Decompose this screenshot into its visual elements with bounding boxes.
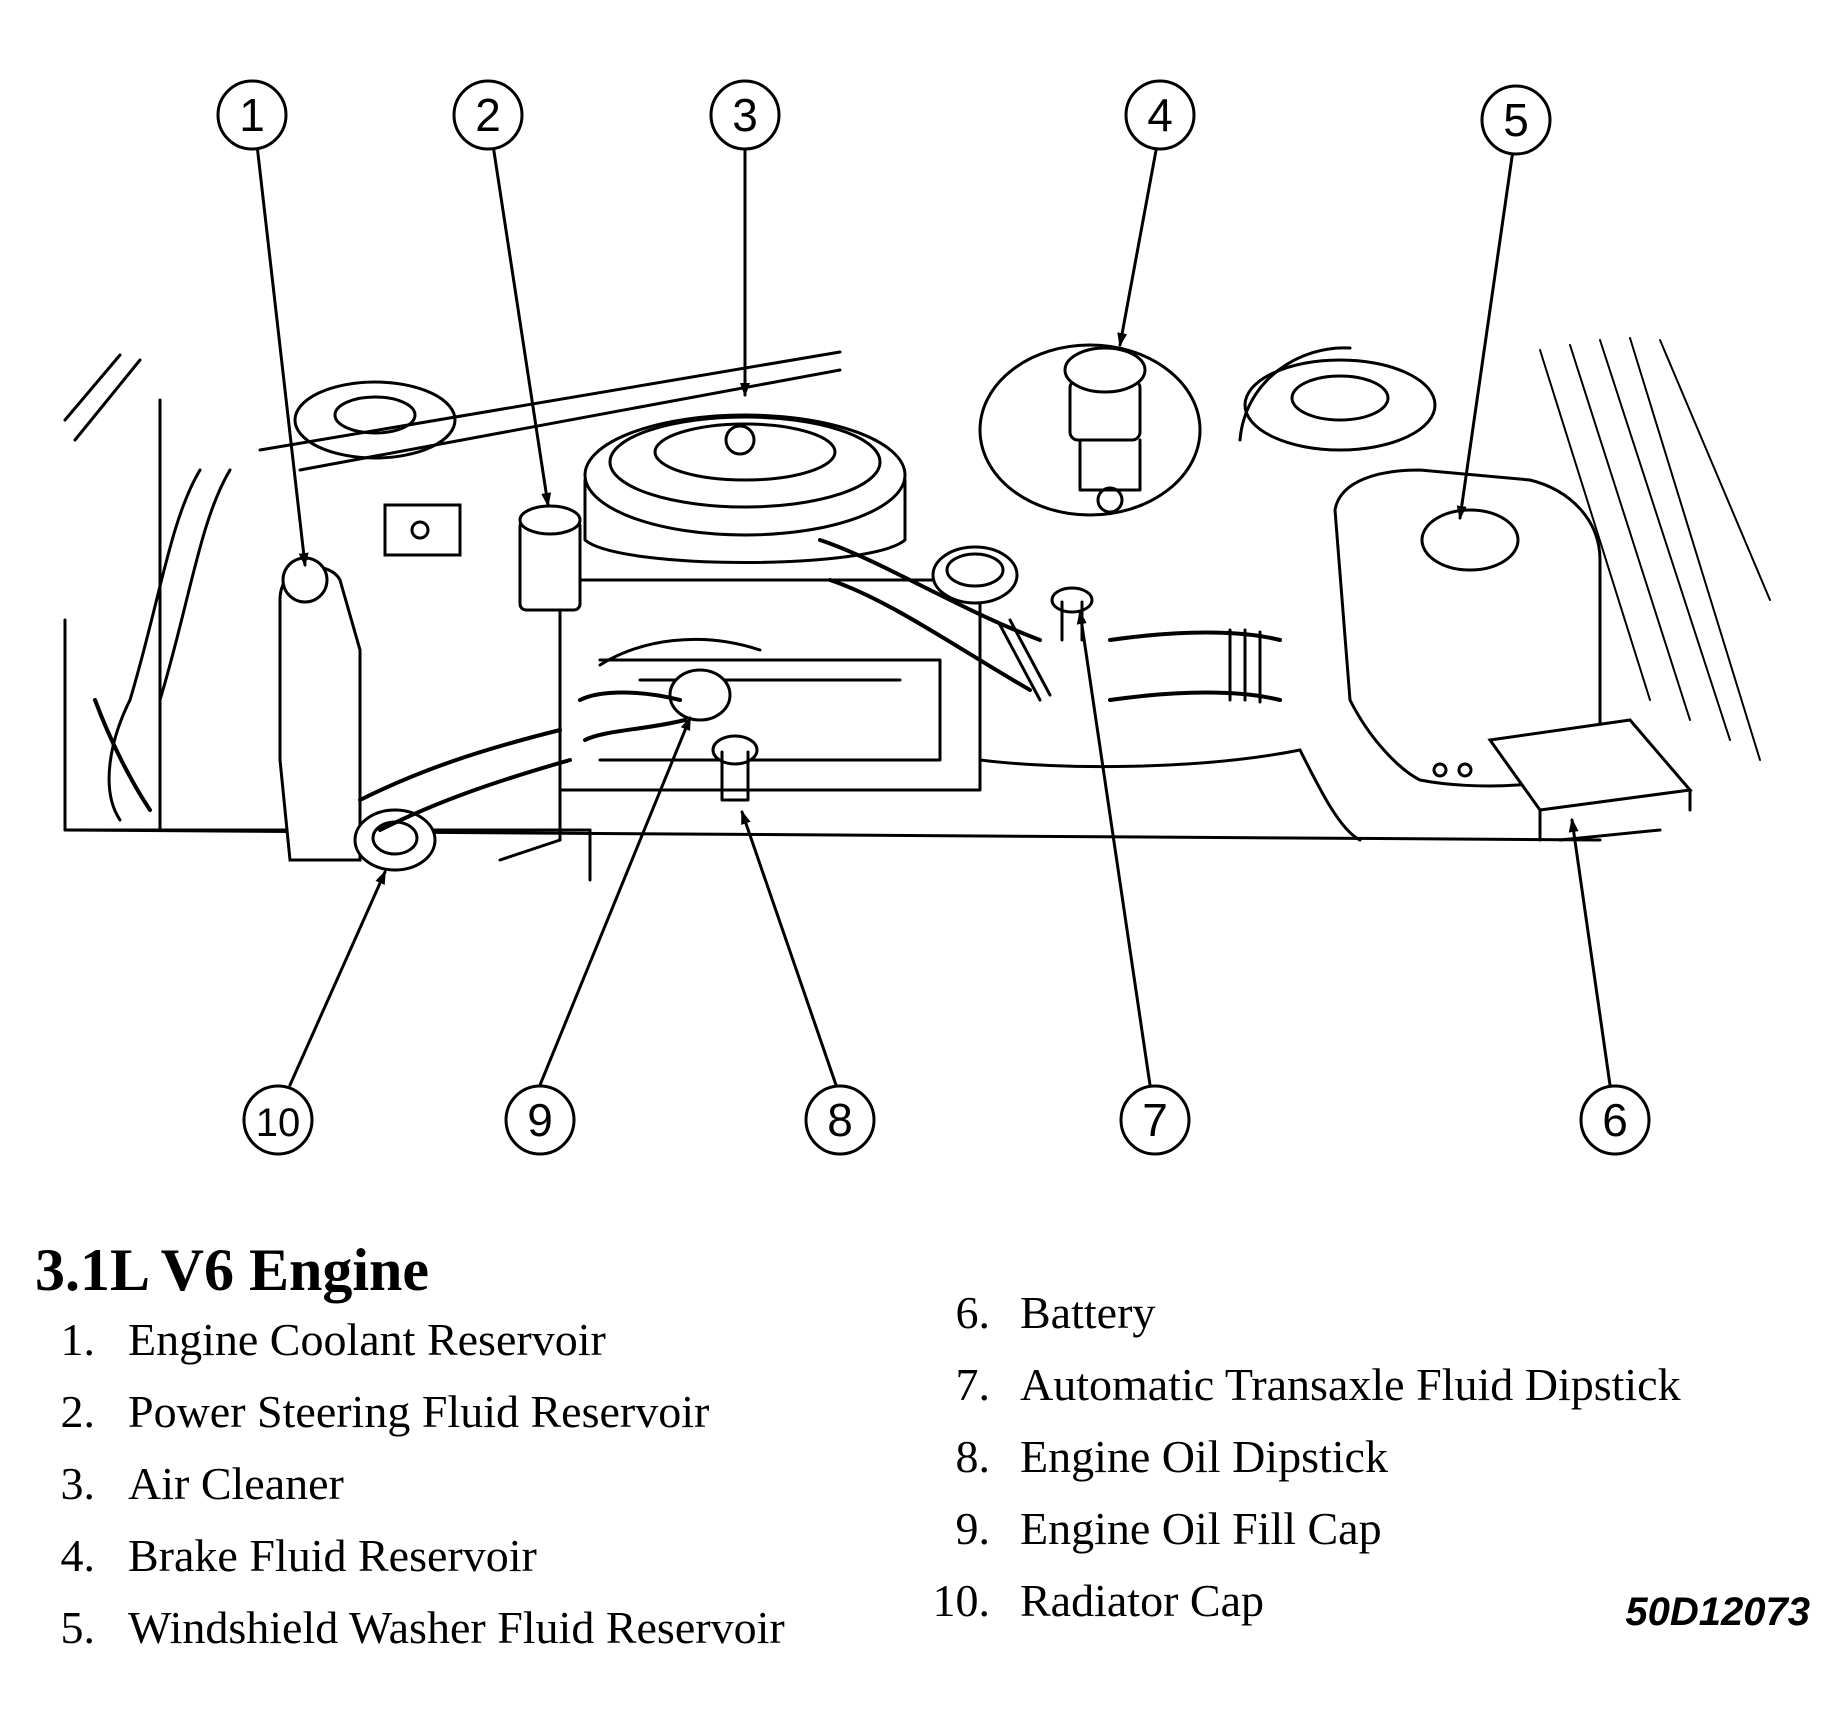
leader-8 (740, 810, 838, 1087)
svg-text:5.: 5. (61, 1602, 96, 1653)
callout-4: 4 (1124, 79, 1196, 151)
legend-item-1: 1. Engine Coolant Reservoir (61, 1314, 606, 1365)
svg-text:Brake Fluid Reservoir: Brake Fluid Reservoir (128, 1530, 537, 1581)
callout-9: 9 (504, 1084, 576, 1156)
svg-text:Engine Coolant Reservoir: Engine Coolant Reservoir (128, 1314, 606, 1365)
leader-9 (538, 716, 692, 1087)
svg-text:7.: 7. (956, 1359, 991, 1410)
leader-2 (491, 143, 552, 507)
callout-2: 2 (452, 79, 524, 151)
svg-text:Engine Oil Fill Cap: Engine Oil Fill Cap (1020, 1503, 1382, 1554)
legend-item-2: 2. Power Steering Fluid Reservoir (61, 1386, 710, 1437)
callout-2-label: 2 (475, 89, 501, 141)
leader-6 (1568, 818, 1612, 1087)
callout-6: 6 (1579, 1084, 1651, 1156)
callout-1-label: 1 (239, 89, 265, 141)
leader-lines (255, 143, 1612, 1087)
legend: 1. Engine Coolant Reservoir 2. Power Ste… (61, 1287, 1681, 1653)
legend-item-10: 10. Radiator Cap (933, 1575, 1265, 1626)
svg-text:9.: 9. (956, 1503, 991, 1554)
legend-item-3: 3. Air Cleaner (61, 1458, 344, 1509)
svg-text:Radiator Cap: Radiator Cap (1020, 1575, 1264, 1626)
callout-7: 7 (1119, 1084, 1191, 1156)
leader-4 (1117, 143, 1159, 347)
svg-text:Air Cleaner: Air Cleaner (128, 1458, 344, 1509)
svg-text:Power Steering Fluid Reservoir: Power Steering Fluid Reservoir (128, 1386, 709, 1437)
callout-10-label: 10 (256, 1101, 301, 1145)
callout-3: 3 (709, 79, 781, 151)
callouts: 1 2 3 4 5 6 7 8 (216, 79, 1651, 1156)
legend-item-8: 8. Engine Oil Dipstick (956, 1431, 1388, 1482)
diagram-title: 3.1L V6 Engine (35, 1237, 429, 1303)
callout-9-label: 9 (527, 1094, 553, 1146)
legend-item-9: 9. Engine Oil Fill Cap (956, 1503, 1382, 1554)
legend-item-5: 5. Windshield Washer Fluid Reservoir (61, 1602, 785, 1653)
svg-text:Engine Oil Dipstick: Engine Oil Dipstick (1020, 1431, 1388, 1482)
svg-text:1.: 1. (61, 1314, 96, 1365)
figure-code: 50D12073 (1625, 1590, 1810, 1634)
svg-text:8.: 8. (956, 1431, 991, 1482)
leader-1 (255, 143, 309, 567)
svg-text:4.: 4. (61, 1530, 96, 1581)
callout-10: 10 (242, 1084, 314, 1156)
engine-illustration (63, 337, 1771, 882)
svg-text:Automatic Transaxle Fluid Dips: Automatic Transaxle Fluid Dipstick (1020, 1359, 1681, 1410)
callout-3-label: 3 (732, 89, 758, 141)
legend-item-6: 6. Battery (956, 1287, 1156, 1338)
callout-8: 8 (804, 1084, 876, 1156)
callout-8-label: 8 (827, 1094, 853, 1146)
legend-item-7: 7. Automatic Transaxle Fluid Dipstick (956, 1359, 1681, 1410)
leader-10 (288, 870, 387, 1087)
svg-text:6.: 6. (956, 1287, 991, 1338)
svg-text:Battery: Battery (1020, 1287, 1155, 1338)
svg-text:3.: 3. (61, 1458, 96, 1509)
leader-7 (1076, 610, 1152, 1087)
callout-5: 5 (1480, 84, 1552, 156)
svg-text:2.: 2. (61, 1386, 96, 1437)
callout-7-label: 7 (1142, 1094, 1168, 1146)
callout-1: 1 (216, 79, 288, 151)
svg-text:Windshield Washer Fluid Reserv: Windshield Washer Fluid Reservoir (128, 1602, 785, 1653)
legend-item-4: 4. Brake Fluid Reservoir (61, 1530, 537, 1581)
callout-6-label: 6 (1602, 1094, 1628, 1146)
svg-text:10.: 10. (933, 1575, 991, 1626)
callout-5-label: 5 (1503, 94, 1529, 146)
leader-5 (1456, 148, 1515, 520)
callout-4-label: 4 (1147, 89, 1173, 141)
